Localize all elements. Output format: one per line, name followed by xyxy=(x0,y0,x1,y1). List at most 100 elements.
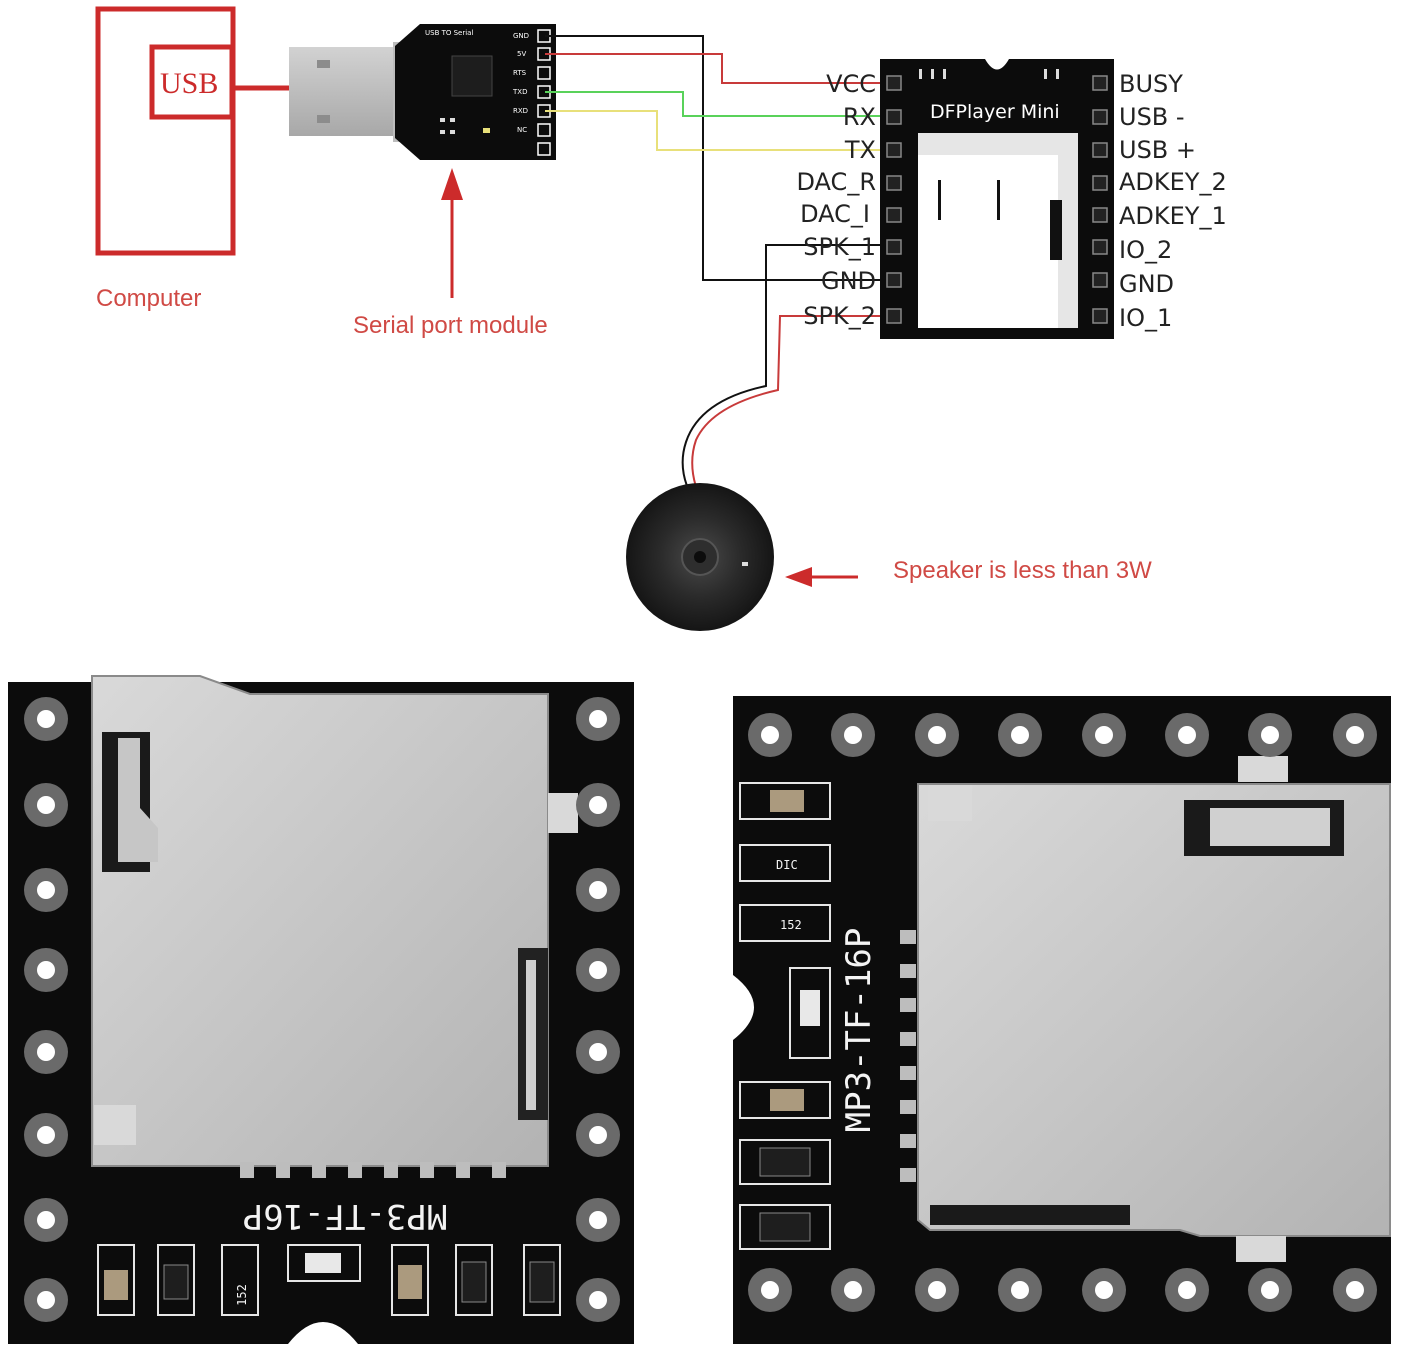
pin-label-usb-plus: USB + xyxy=(1119,136,1196,164)
board-back-tf-tab-top xyxy=(1238,756,1288,782)
dfplayer-tf-slot-line xyxy=(938,180,941,220)
dfplayer-pin xyxy=(886,207,902,223)
serial-module-title: USB TO Serial xyxy=(425,29,473,37)
dfplayer-led xyxy=(943,69,946,79)
dfplayer-pin xyxy=(886,75,902,91)
speaker-arrow-head xyxy=(785,567,812,587)
computer-frame xyxy=(95,6,236,256)
smd-component xyxy=(97,1244,135,1316)
wire-gnd xyxy=(545,35,883,281)
wires xyxy=(545,35,883,511)
resistor-code: 152 xyxy=(235,1284,249,1306)
serial-pin-label: TXD xyxy=(512,88,527,96)
dfplayer-left-pins xyxy=(886,75,902,324)
dfplayer-pin xyxy=(886,142,902,158)
board-back-tf-bottom xyxy=(930,1205,1130,1225)
board-front-silkscreen: MP3-TF-16P xyxy=(243,1196,448,1236)
dfplayer-left-pin-labels: VCC RX TX DAC_R DAC_I SPK_1 GND SPK_2 xyxy=(797,70,877,330)
smd-led xyxy=(789,967,831,1059)
usb-port-label: USB xyxy=(160,67,218,100)
dfplayer-pin xyxy=(1092,175,1108,191)
board-front-left-holes xyxy=(24,697,68,1322)
dfplayer-pin xyxy=(886,272,902,288)
board-back-tf-slot xyxy=(917,783,1391,1237)
serial-pin-label: NC xyxy=(517,126,527,134)
dfplayer-tf-slot-inner xyxy=(918,155,1058,328)
board-back-components: DIC 152 xyxy=(739,782,831,1250)
board-back-bottom-holes xyxy=(748,1268,1377,1312)
dfplayer-right-pins xyxy=(1092,75,1108,324)
board-front-contact-pads xyxy=(240,1162,506,1178)
board-front-tf-tab-right xyxy=(548,793,578,833)
serial-pin xyxy=(537,123,551,137)
board-back-tf-tab xyxy=(928,785,972,821)
pin-label-dac-i: DAC_I xyxy=(800,200,870,228)
usb-plug xyxy=(232,42,419,142)
serial-port-module: USB TO Serial GND 5V RTS TXD RXD NC Se xyxy=(353,24,556,339)
dfplayer-pin xyxy=(1092,239,1108,255)
dfplayer-pin xyxy=(1092,308,1108,324)
serial-pin-label: GND xyxy=(513,32,529,40)
dfplayer-led xyxy=(919,69,922,79)
smd-component xyxy=(739,782,831,820)
smd-component xyxy=(221,1244,259,1316)
pin-label-adkey-1: ADKEY_1 xyxy=(1119,202,1227,230)
board-back-silkscreen: MP3-TF-16P xyxy=(839,928,879,1133)
computer: USB Computer xyxy=(95,6,236,312)
pin-label-busy: BUSY xyxy=(1119,70,1183,98)
usb-plug-body xyxy=(289,47,409,136)
pin-label-spk-2: SPK_2 xyxy=(803,302,876,330)
serial-module-caption: Serial port module xyxy=(353,312,548,339)
dfplayer-led xyxy=(931,69,934,79)
board-back-contact-pads xyxy=(900,930,916,1182)
pin-label-adkey-2: ADKEY_2 xyxy=(1119,168,1227,196)
serial-module-led xyxy=(483,128,490,133)
smd-component xyxy=(739,1139,831,1185)
board-front-tf-latch xyxy=(118,738,158,862)
wire-vcc xyxy=(545,53,883,84)
board-front-right-holes xyxy=(576,697,620,1322)
usb-port-frame xyxy=(149,44,235,120)
wire-spk2 xyxy=(691,315,883,511)
smd-component xyxy=(739,1204,831,1250)
serial-pin-label: RXD xyxy=(513,107,528,115)
speaker-center xyxy=(694,551,706,563)
dfplayer-tf-slot-line xyxy=(997,180,1000,220)
part-code: DIC xyxy=(776,858,798,872)
pin-label-tx: TX xyxy=(844,136,876,164)
pin-label-usb-minus: USB - xyxy=(1119,103,1185,131)
smd-component xyxy=(739,844,831,882)
dfplayer-notch xyxy=(985,59,1009,70)
wire-rx-tx xyxy=(545,110,883,151)
board-front-notch xyxy=(288,1322,358,1344)
board-back-tf-tab-bottom xyxy=(1236,1236,1286,1262)
dfplayer-pin xyxy=(1092,207,1108,223)
smd-component xyxy=(739,904,831,942)
board-back-top-holes xyxy=(748,713,1377,757)
serial-module-header: GND 5V RTS TXD RXD NC xyxy=(512,29,551,156)
dfplayer-pin xyxy=(1092,75,1108,91)
dfplayer-pin xyxy=(886,239,902,255)
board-back-photo: MP3-TF-16P DIC 152 xyxy=(733,696,1391,1344)
smd-component xyxy=(523,1244,561,1316)
usb-plug-hole-bottom xyxy=(317,115,330,123)
dfplayer-pin xyxy=(886,175,902,191)
smd-component xyxy=(455,1244,493,1316)
dfplayer-pin xyxy=(1092,272,1108,288)
wire-tx-rx xyxy=(545,91,883,117)
board-front-tf-slot xyxy=(91,675,549,1167)
dfplayer-led xyxy=(1044,69,1047,79)
board-front-components: 152 xyxy=(97,1244,561,1316)
serial-pin xyxy=(537,66,551,80)
serial-pin xyxy=(537,142,551,156)
smd-led xyxy=(287,1244,361,1282)
board-front-tf-spring-inner xyxy=(526,960,536,1110)
serial-pin-label: 5V xyxy=(517,50,526,58)
board-back-notch xyxy=(733,975,754,1040)
dfplayer-led xyxy=(1056,69,1059,79)
dfplayer-pin xyxy=(1092,142,1108,158)
dfplayer-tf-slot-latch xyxy=(1050,200,1062,260)
dfplayer-pin xyxy=(1092,109,1108,125)
speaker-mark xyxy=(742,562,748,566)
board-front-photo: MP3-TF-16P 152 xyxy=(8,675,634,1344)
